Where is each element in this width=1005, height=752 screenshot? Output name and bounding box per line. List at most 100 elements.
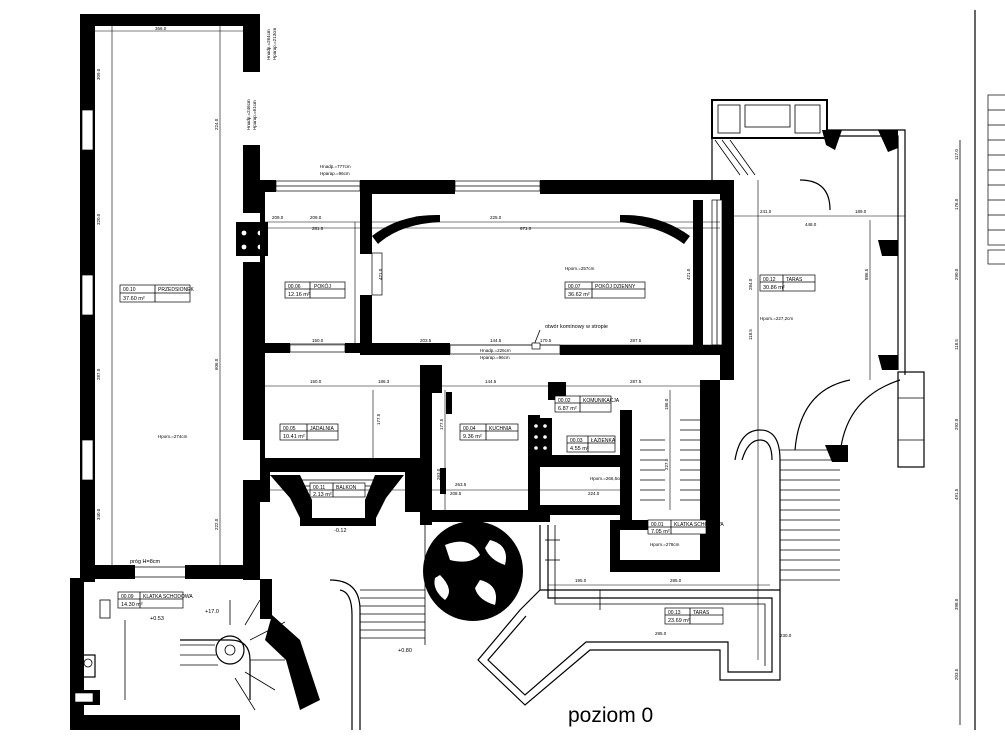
svg-text:Hpom.=278cm: Hpom.=278cm xyxy=(650,542,680,547)
round-stair-element xyxy=(423,521,523,621)
svg-text:176.0: 176.0 xyxy=(954,198,959,210)
svg-text:287.0: 287.0 xyxy=(96,368,101,380)
svg-text:144.5: 144.5 xyxy=(490,338,502,343)
west-hall-dims: 366.0 309.0 320.0 287.0 340.0 224.0 606.… xyxy=(95,26,277,565)
svg-text:KLATKA SCHODOWA: KLATKA SCHODOWA xyxy=(674,522,724,528)
svg-text:284.0: 284.0 xyxy=(748,278,753,290)
svg-text:144.5: 144.5 xyxy=(485,379,497,384)
svg-text:próg H=8cm: próg H=8cm xyxy=(130,559,161,565)
svg-text:474.0: 474.0 xyxy=(620,215,632,220)
svg-text:41.9: 41.9 xyxy=(530,491,539,496)
room-00-02: 00.02 KOMUNIKACJA 6.87 m² xyxy=(554,395,620,413)
svg-text:263.5: 263.5 xyxy=(455,482,467,487)
svg-text:225.0: 225.0 xyxy=(490,215,502,220)
svg-text:Hnadp.=226cm: Hnadp.=226cm xyxy=(480,348,511,353)
svg-text:117.0: 117.0 xyxy=(954,149,959,160)
svg-text:otwór kominowy w stropie: otwór kominowy w stropie xyxy=(545,324,608,330)
entry-steps: +0.80 xyxy=(329,520,426,730)
svg-text:10.41 m²: 10.41 m² xyxy=(283,434,305,440)
svg-text:421.0: 421.0 xyxy=(378,268,383,280)
svg-text:290.0: 290.0 xyxy=(954,268,959,280)
room-00-07: 00.07 POKÓJ DZIENNY 36.62 m² Hpom.=257cm xyxy=(564,266,646,299)
svg-text:KOMUNIKACJA: KOMUNIKACJA xyxy=(583,398,620,404)
svg-text:177.5: 177.5 xyxy=(439,418,444,430)
room-00-06: 00.06 POKÓJ 12.16 m² xyxy=(284,281,346,299)
svg-text:170.5: 170.5 xyxy=(540,338,552,343)
svg-text:Hparap.=96cm: Hparap.=96cm xyxy=(320,171,350,176)
svg-text:340.0: 340.0 xyxy=(96,508,101,520)
svg-text:KUCHNIA: KUCHNIA xyxy=(489,426,512,432)
svg-text:Hparap.=61cm: Hparap.=61cm xyxy=(252,500,257,530)
svg-text:9.36 m²: 9.36 m² xyxy=(463,434,482,440)
svg-text:241.0: 241.0 xyxy=(760,209,772,214)
svg-text:36.62 m²: 36.62 m² xyxy=(568,292,590,298)
svg-text:320.0: 320.0 xyxy=(96,213,101,225)
svg-text:BALKON: BALKON xyxy=(336,485,357,491)
svg-text:224.0: 224.0 xyxy=(214,118,219,130)
svg-text:Hparap.=213cm: Hparap.=213cm xyxy=(272,28,277,60)
dims-central: 209.0 209.0 172.0 225.0 474.0 281.5 671.… xyxy=(265,164,720,510)
svg-text:37.60 m²: 37.60 m² xyxy=(123,296,145,302)
svg-text:224.0: 224.0 xyxy=(588,491,600,496)
svg-text:00.05: 00.05 xyxy=(283,426,296,432)
svg-text:00.04: 00.04 xyxy=(463,426,476,432)
svg-text:285.0: 285.0 xyxy=(655,631,667,636)
svg-text:00.02: 00.02 xyxy=(558,398,571,404)
svg-text:Hparap.=61cm: Hparap.=61cm xyxy=(252,100,257,130)
svg-text:próg 10cm: próg 10cm xyxy=(598,457,624,463)
svg-text:285.0: 285.0 xyxy=(670,578,682,583)
svg-text:Hnadp.=777cm: Hnadp.=777cm xyxy=(320,164,351,169)
svg-text:366.0: 366.0 xyxy=(155,26,167,31)
svg-text:JADALNIA: JADALNIA xyxy=(310,426,335,432)
svg-text:150.0: 150.0 xyxy=(310,379,322,384)
svg-text:12.16 m²: 12.16 m² xyxy=(288,292,310,298)
east-terrace: 241.0 189.0 448.0 284.0 118.5 886.5 Hpom… xyxy=(711,99,906,660)
svg-text:Hnadp.=246cm: Hnadp.=246cm xyxy=(246,499,251,530)
svg-text:+17.0: +17.0 xyxy=(205,609,219,615)
svg-text:186.0: 186.0 xyxy=(664,398,669,410)
svg-text:309.0: 309.0 xyxy=(96,68,101,80)
top-windows xyxy=(275,180,723,355)
svg-text:398.0: 398.0 xyxy=(954,598,959,610)
svg-text:00.09: 00.09 xyxy=(121,594,134,600)
svg-text:Hpom.=274cm: Hpom.=274cm xyxy=(158,434,188,439)
svg-text:POKÓJ DZIENNY: POKÓJ DZIENNY xyxy=(595,283,636,290)
right-section-strip: 117.0 176.0 290.0 118.5 292.0 491.5 398.… xyxy=(954,10,1005,730)
svg-text:4.55 m²: 4.55 m² xyxy=(570,446,589,452)
svg-text:14.30 m²: 14.30 m² xyxy=(121,602,143,608)
svg-text:7.05 m²: 7.05 m² xyxy=(651,529,670,535)
svg-text:-0.12: -0.12 xyxy=(334,528,347,534)
svg-text:281.5: 281.5 xyxy=(312,226,324,231)
svg-text:Hnadp.=246cm: Hnadp.=246cm xyxy=(246,99,251,130)
svg-text:230.0: 230.0 xyxy=(780,633,792,638)
svg-text:00.06: 00.06 xyxy=(288,284,301,290)
svg-text:00.03: 00.03 xyxy=(570,438,583,444)
svg-text:606.0: 606.0 xyxy=(214,358,219,370)
svg-text:00.01: 00.01 xyxy=(651,522,664,528)
room-00-10: 00.10 PRZEDSIONEK 37.60 m² Hpom.=274cm p… xyxy=(119,284,195,565)
svg-text:886.5: 886.5 xyxy=(864,268,869,280)
svg-text:177.5: 177.5 xyxy=(376,413,381,425)
svg-text:203.5: 203.5 xyxy=(420,338,432,343)
svg-text:Hnadp.=264cm: Hnadp.=264cm xyxy=(266,29,271,60)
svg-text:448.0: 448.0 xyxy=(805,222,817,227)
svg-text:287.5: 287.5 xyxy=(630,379,642,384)
svg-text:118.5: 118.5 xyxy=(954,339,959,350)
south-terrace: 195.0 285.0 285.0 230.0 00.13 TARAS 23.6… xyxy=(477,525,792,706)
svg-text:30.86 m²: 30.86 m² xyxy=(763,285,785,291)
staircase-00-09: 00.09 KLATKA SCHODOWA 14.30 m² +0.53 +17… xyxy=(70,578,320,730)
svg-text:6.87 m²: 6.87 m² xyxy=(558,406,577,412)
svg-text:195.0: 195.0 xyxy=(575,578,587,583)
svg-text:186.3: 186.3 xyxy=(378,379,390,384)
svg-text:Hpom.=227,2cm: Hpom.=227,2cm xyxy=(760,316,793,321)
central-walls xyxy=(260,180,734,572)
svg-text:287.5: 287.5 xyxy=(630,338,642,343)
svg-text:00.12: 00.12 xyxy=(763,277,776,283)
svg-text:189.0: 189.0 xyxy=(855,209,867,214)
svg-text:+0.80: +0.80 xyxy=(398,648,412,654)
svg-text:00.13: 00.13 xyxy=(668,610,681,616)
svg-text:671.0: 671.0 xyxy=(520,226,532,231)
room-00-01: 00.01 KLATKA SCHODOWA 7.05 m² Hpom.=278c… xyxy=(647,519,724,547)
svg-text:292.0: 292.0 xyxy=(954,418,959,430)
svg-text:227.0: 227.0 xyxy=(664,458,669,470)
